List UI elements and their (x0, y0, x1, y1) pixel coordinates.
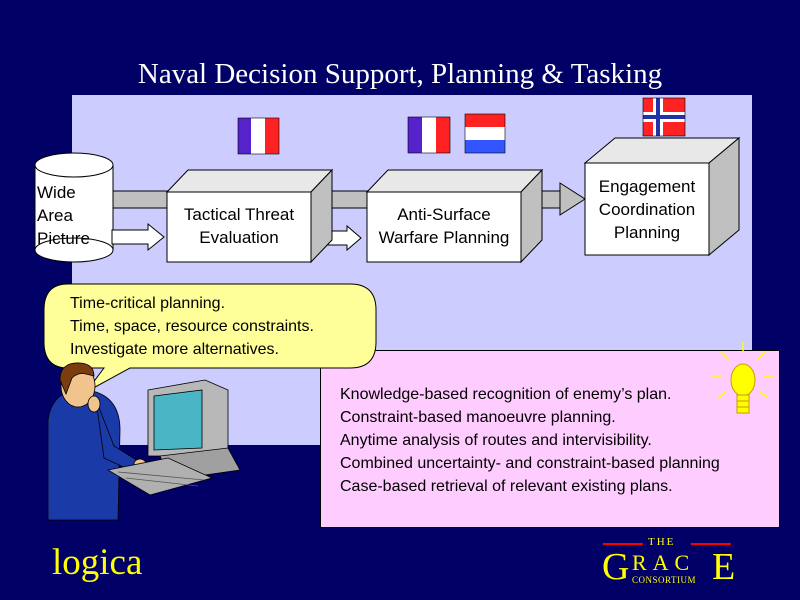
stage3-box (583, 136, 741, 257)
logo-race: RAC (632, 550, 696, 575)
features-box (320, 350, 780, 528)
database-cylinder (34, 152, 114, 263)
speech-bubble-text: Time-critical planning. Time, space, res… (70, 292, 314, 361)
logo-rule-left (603, 543, 643, 545)
stage2-box (365, 168, 544, 264)
page-title: Naval Decision Support, Planning & Taski… (137, 58, 663, 90)
logo-e: E (712, 546, 736, 588)
stage1-label-line: Evaluation (199, 228, 279, 247)
flag-netherlands (464, 113, 506, 154)
logica-logo: logica (52, 542, 143, 583)
features-list: Knowledge-based recognition of enemy’s p… (340, 383, 720, 498)
feature-item: Knowledge-based recognition of enemy’s p… (340, 386, 672, 403)
database-label-line: Area (37, 206, 73, 225)
logo-consortium: CONSORTIUM (632, 575, 696, 585)
feature-item: Constraint-based manoeuvre planning. (340, 409, 616, 426)
person-illustration (47, 362, 147, 521)
stage3-label-line: Planning (613, 223, 681, 242)
stage1-label: Tactical Threat Evaluation (167, 203, 311, 249)
stage1-label-line: Tactical Threat (183, 205, 295, 224)
flag-norway (642, 97, 686, 137)
logo-rule-right (691, 543, 731, 545)
stage2-label-line: Warfare Planning (378, 228, 510, 247)
grace-consortium-logo: THE G RAC E CONSORTIUM (600, 534, 740, 590)
database-label-line: Picture (37, 229, 90, 248)
logo-the: THE (648, 536, 676, 548)
bubble-line: Investigate more alternatives. (70, 341, 279, 358)
bubble-line: Time-critical planning. (70, 295, 226, 312)
stage2-label-line: Anti-Surface (397, 205, 491, 224)
feature-item: Combined uncertainty- and constraint-bas… (340, 455, 720, 472)
feature-item: Anytime analysis of routes and intervisi… (340, 432, 652, 449)
speech-bubble (43, 283, 377, 393)
stage2-label: Anti-Surface Warfare Planning (364, 203, 524, 249)
logo-g: G (602, 546, 630, 588)
database-label-line: Wide (37, 183, 76, 202)
bubble-line: Time, space, resource constraints. (70, 318, 314, 335)
arrow-db-to-stage1 (111, 222, 165, 252)
lightbulb-icon (712, 342, 774, 414)
stage3-label-line: Engagement (598, 177, 696, 196)
flag-france-2 (407, 116, 451, 154)
flag-france-1 (237, 117, 280, 155)
database-label: Wide Area Picture (37, 181, 117, 250)
stage3-label-line: Coordination (598, 200, 696, 219)
computer-illustration (106, 379, 241, 496)
stage1-box (165, 168, 334, 264)
feature-item: Case-based retrieval of relevant existin… (340, 478, 673, 495)
stage3-label: Engagement Coordination Planning (585, 175, 709, 244)
